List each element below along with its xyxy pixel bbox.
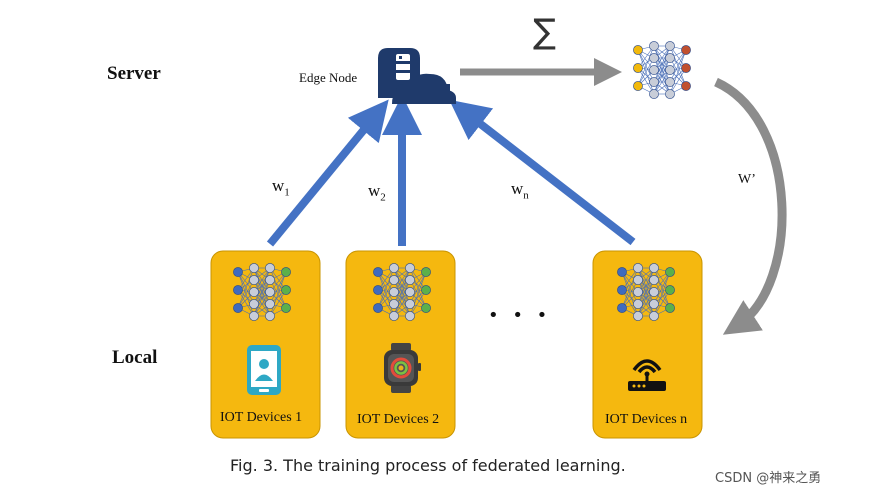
network-node <box>633 299 643 309</box>
network-node <box>389 263 399 273</box>
weight-label-n: wn <box>511 179 529 201</box>
network-node <box>649 53 659 63</box>
local-row-label: Local <box>112 347 158 368</box>
network-node <box>665 53 675 63</box>
network-node <box>665 77 675 87</box>
watermark: CSDN @神来之勇 <box>715 471 822 486</box>
network-node <box>405 287 415 297</box>
network-node <box>373 267 383 277</box>
weight-label-2: w2 <box>368 181 386 203</box>
network-node <box>265 311 275 321</box>
network-node <box>389 275 399 285</box>
network-node <box>265 287 275 297</box>
network-node <box>633 263 643 273</box>
network-node <box>665 65 675 75</box>
network-node <box>649 299 659 309</box>
network-node <box>633 45 643 55</box>
network-node <box>233 303 243 313</box>
weight-label-n-sub: n <box>523 189 529 202</box>
global-weight-label: W’ <box>738 172 756 187</box>
network-node <box>233 285 243 295</box>
weight-label-2-sub: 2 <box>380 191 386 204</box>
device-box-1 <box>210 250 321 439</box>
network-node <box>405 275 415 285</box>
smartwatch-icon <box>384 343 421 393</box>
network-node <box>617 303 627 313</box>
network-node <box>373 303 383 313</box>
network-node <box>649 89 659 99</box>
network-node <box>681 81 691 91</box>
network-node <box>633 311 643 321</box>
network-node <box>617 285 627 295</box>
weight-label-1-sub: 1 <box>284 186 290 199</box>
network-node <box>665 89 675 99</box>
network-node <box>281 285 291 295</box>
device-2-network <box>373 263 431 321</box>
upload-arrow-w1 <box>266 99 389 247</box>
weight-label-n-base: w <box>511 179 524 198</box>
figure-caption: Fig. 3. The training process of federate… <box>230 456 626 475</box>
network-node <box>373 285 383 295</box>
network-node <box>405 311 415 321</box>
edge-node-icon <box>378 48 456 104</box>
upload-arrow-wn <box>449 99 636 246</box>
network-node <box>649 77 659 87</box>
network-node <box>421 303 431 313</box>
device-label-1: IOT Devices 1 <box>220 410 303 425</box>
device-box-n <box>592 250 703 439</box>
weight-label-1: w1 <box>272 176 290 198</box>
network-node <box>389 299 399 309</box>
network-node <box>649 41 659 51</box>
device-1-network <box>233 263 291 321</box>
network-node <box>681 63 691 73</box>
network-node <box>681 45 691 55</box>
smartphone-icon <box>247 345 281 395</box>
network-node <box>405 299 415 309</box>
network-node <box>633 81 643 91</box>
network-node <box>421 285 431 295</box>
network-node <box>665 303 675 313</box>
device-label-n: IOT Devices n <box>605 412 688 427</box>
network-node <box>389 311 399 321</box>
network-node <box>633 275 643 285</box>
device-n-network <box>617 263 675 321</box>
edge-node-label: Edge Node <box>299 70 358 85</box>
network-node <box>249 311 259 321</box>
router-icon <box>628 359 666 391</box>
server-row-label: Server <box>107 63 161 84</box>
device-ellipsis: • • • <box>488 305 552 326</box>
network-node <box>265 263 275 273</box>
network-node <box>633 63 643 73</box>
network-node <box>281 267 291 277</box>
network-node <box>665 285 675 295</box>
network-node <box>649 263 659 273</box>
network-node <box>249 275 259 285</box>
network-node <box>249 287 259 297</box>
aggregation-symbol: ∑ <box>533 12 556 52</box>
network-node <box>233 267 243 277</box>
network-node <box>389 287 399 297</box>
network-node <box>633 287 643 297</box>
network-node <box>421 267 431 277</box>
network-node <box>649 275 659 285</box>
network-node <box>665 41 675 51</box>
distribution-arrow <box>714 77 787 335</box>
network-node <box>249 299 259 309</box>
network-node <box>265 299 275 309</box>
network-node <box>281 303 291 313</box>
network-node <box>265 275 275 285</box>
network-node <box>649 287 659 297</box>
network-node <box>617 267 627 277</box>
weight-label-1-base: w <box>272 176 285 195</box>
network-node <box>649 311 659 321</box>
network-node <box>249 263 259 273</box>
device-label-2: IOT Devices 2 <box>357 412 440 427</box>
global-model-network <box>633 41 691 99</box>
network-node <box>649 65 659 75</box>
network-node <box>665 267 675 277</box>
network-node <box>405 263 415 273</box>
weight-label-2-base: w <box>368 181 381 200</box>
